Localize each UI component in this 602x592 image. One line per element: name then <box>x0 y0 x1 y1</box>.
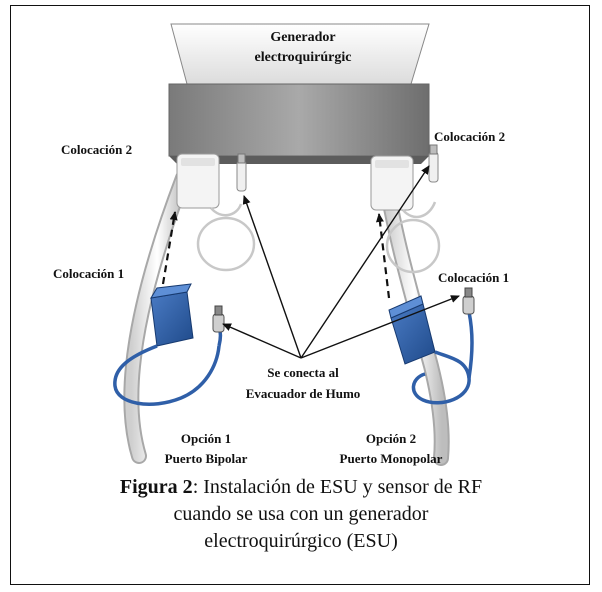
placement-1-right-label: Colocación 1 <box>438 270 510 285</box>
generator-label-line2: electroquirúrgic <box>254 50 352 65</box>
placement-2-right-label: Colocación 2 <box>434 129 506 144</box>
option-2-port-label: Puerto Monopolar <box>339 451 443 466</box>
left-white-sensor <box>176 153 256 272</box>
generator-label-line1: Generador <box>270 30 336 45</box>
figure-number: Figura 2 <box>119 476 193 498</box>
caption-line-1-text: : Instalación de ESU y sensor de RF <box>192 476 483 498</box>
caption-line-2: cuando se usa con un generador <box>173 503 429 525</box>
option-1-label: Opción 1 <box>180 431 232 446</box>
smoke-evacuator-label-line1: Se conecta al <box>267 365 339 380</box>
caption-line-1: Figura 2: Instalación de ESU y sensor de… <box>11 474 591 501</box>
generator-box <box>168 23 430 164</box>
left-cable <box>123 170 191 464</box>
option-1-port-label: Puerto Bipolar <box>164 451 248 466</box>
connection-arrows <box>222 165 460 359</box>
figure-frame: Generador electroquirúrgic Colocación 2 … <box>10 5 590 585</box>
placement-1-left-label: Colocación 1 <box>53 266 125 281</box>
placement-2-left-label: Colocación 2 <box>61 142 133 157</box>
right-dashed-arrow <box>375 213 391 299</box>
left-blue-sensor <box>113 283 225 406</box>
smoke-evacuator-label-line2: Evacuador de Humo <box>245 386 361 401</box>
option-2-label: Opción 2 <box>365 431 417 446</box>
left-dashed-arrow <box>161 211 178 285</box>
figure-caption: Figura 2: Instalación de ESU y sensor de… <box>11 474 591 555</box>
caption-line-3: electroquirúrgico (ESU) <box>204 530 398 552</box>
esu-installation-diagram <box>113 23 475 466</box>
